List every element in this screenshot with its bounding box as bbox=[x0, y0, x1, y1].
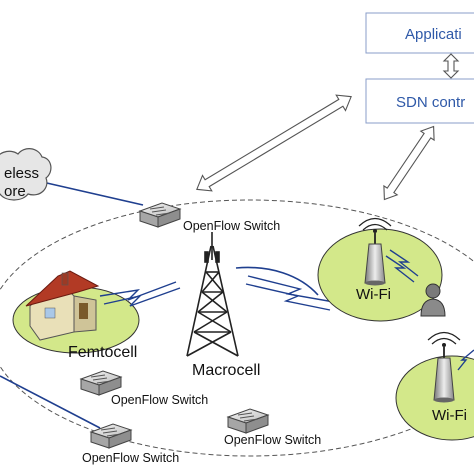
double-arrow-icon bbox=[383, 125, 435, 201]
access-point-icon bbox=[427, 331, 461, 403]
switch-label-bottom-right: OpenFlow Switch bbox=[224, 433, 321, 447]
cloud-label-2: ore bbox=[4, 183, 26, 200]
wifi-1-label: Wi-Fi bbox=[356, 286, 391, 303]
femtocell-area: Femtocell bbox=[12, 270, 140, 361]
access-point-icon bbox=[358, 217, 392, 286]
cloud-label-1: eless bbox=[4, 165, 39, 182]
double-arrow-icon bbox=[196, 94, 352, 192]
house-icon bbox=[25, 270, 100, 341]
lightning-link-icon bbox=[245, 275, 335, 311]
double-arrow-icon bbox=[442, 53, 460, 79]
wifi-area-1: Wi-Fi bbox=[317, 217, 446, 322]
wired-links bbox=[0, 180, 319, 429]
switch-icon bbox=[89, 423, 133, 449]
switch-label-middle: OpenFlow Switch bbox=[111, 393, 208, 407]
switch-icon bbox=[79, 370, 123, 396]
lightning-link-icon bbox=[99, 281, 181, 307]
network-boundary bbox=[0, 199, 474, 457]
tower-icon bbox=[186, 232, 239, 357]
application-box: Applicati bbox=[365, 12, 474, 54]
switch-label-bottom-left: OpenFlow Switch bbox=[82, 451, 179, 465]
femtocell-label: Femtocell bbox=[68, 344, 137, 361]
wifi-area-2: Wi-Fi bbox=[395, 331, 474, 441]
sdn-controller-label: SDN contr bbox=[396, 94, 465, 111]
switch-icon bbox=[138, 202, 182, 228]
switch-icon bbox=[226, 408, 270, 434]
wifi-2-label: Wi-Fi bbox=[432, 407, 467, 424]
lightning-link-icon bbox=[457, 349, 474, 371]
macrocell-label: Macrocell bbox=[192, 362, 260, 379]
application-label: Applicati bbox=[405, 26, 462, 43]
lightning-link-icon bbox=[385, 249, 419, 283]
cloud-icon: eless ore bbox=[0, 148, 52, 201]
sdn-controller-box: SDN contr bbox=[365, 78, 474, 124]
switch-label-top: OpenFlow Switch bbox=[183, 219, 280, 233]
user-icon bbox=[420, 283, 446, 317]
